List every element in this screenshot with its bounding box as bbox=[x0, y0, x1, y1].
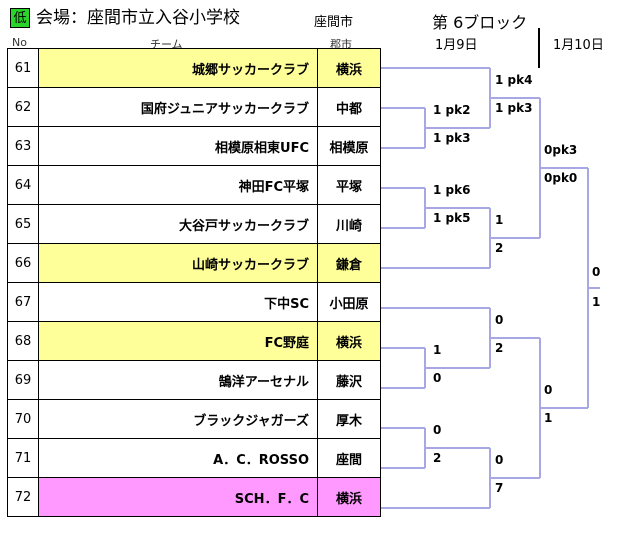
team-number: 67 bbox=[7, 282, 39, 322]
team-city: 横浜 bbox=[317, 477, 381, 517]
team-name: ブラックジャガーズ bbox=[38, 399, 318, 439]
team-name: 城郷サッカークラブ bbox=[38, 48, 318, 88]
column-header-no: No bbox=[12, 36, 27, 49]
match-score: 0 bbox=[495, 313, 503, 327]
team-city: 中都 bbox=[317, 87, 381, 127]
match-score: 1 bbox=[495, 213, 503, 227]
match-score: 1 bbox=[592, 295, 600, 309]
team-name: 山崎サッカークラブ bbox=[38, 243, 318, 283]
team-number: 62 bbox=[7, 87, 39, 127]
team-city: 川崎 bbox=[317, 204, 381, 244]
match-score: 1 bbox=[433, 343, 441, 357]
team-city: 鎌倉 bbox=[317, 243, 381, 283]
date-round1: 1月9日 bbox=[435, 38, 478, 53]
venue-title: 会場：座間市立入谷小学校 bbox=[36, 8, 240, 28]
match-score: 1 pk4 bbox=[495, 73, 532, 87]
team-city: 横浜 bbox=[317, 48, 381, 88]
match-score: 0 bbox=[433, 423, 441, 437]
team-name: 鵠洋アーセナル bbox=[38, 360, 318, 400]
team-city: 平塚 bbox=[317, 165, 381, 205]
team-name: A．C．ROSSO bbox=[38, 438, 318, 478]
team-name: 下中SC bbox=[38, 282, 318, 322]
team-city: 横浜 bbox=[317, 321, 381, 361]
match-score: 1 pk5 bbox=[433, 211, 470, 225]
column-header-city: 郡市 bbox=[330, 38, 352, 51]
team-number: 65 bbox=[7, 204, 39, 244]
team-name: 大谷戸サッカークラブ bbox=[38, 204, 318, 244]
team-number: 66 bbox=[7, 243, 39, 283]
match-score: 1 pk3 bbox=[495, 101, 532, 115]
team-city: 小田原 bbox=[317, 282, 381, 322]
team-number: 71 bbox=[7, 438, 39, 478]
match-score: 2 bbox=[433, 451, 441, 465]
team-number: 69 bbox=[7, 360, 39, 400]
column-header-team: チーム bbox=[150, 38, 183, 51]
team-number: 68 bbox=[7, 321, 39, 361]
venue-city: 座間市 bbox=[314, 15, 354, 30]
level-badge: 低 bbox=[10, 8, 30, 28]
match-score: 0pk0 bbox=[544, 171, 577, 185]
block-title: 第 6ブロック bbox=[432, 13, 528, 32]
date-round2: 1月10日 bbox=[553, 38, 604, 53]
team-name: 国府ジュニアサッカークラブ bbox=[38, 87, 318, 127]
team-city: 座間 bbox=[317, 438, 381, 478]
match-score: 7 bbox=[495, 481, 503, 495]
match-score: 0 bbox=[544, 383, 552, 397]
team-city: 厚木 bbox=[317, 399, 381, 439]
match-score: 0 bbox=[433, 371, 441, 385]
match-score: 0pk3 bbox=[544, 143, 577, 157]
team-number: 63 bbox=[7, 126, 39, 166]
team-name: 神田FC平塚 bbox=[38, 165, 318, 205]
team-name: 相模原相東UFC bbox=[38, 126, 318, 166]
match-score: 1 pk3 bbox=[433, 131, 470, 145]
match-score: 1 bbox=[544, 411, 552, 425]
team-number: 70 bbox=[7, 399, 39, 439]
match-score: 1 pk6 bbox=[433, 183, 470, 197]
match-score: 0 bbox=[495, 453, 503, 467]
match-score: 0 bbox=[592, 265, 600, 279]
match-score: 2 bbox=[495, 241, 503, 255]
date-divider bbox=[538, 28, 540, 68]
match-score: 2 bbox=[495, 341, 503, 355]
team-city: 相模原 bbox=[317, 126, 381, 166]
match-score: 1 pk2 bbox=[433, 103, 470, 117]
team-name: FC野庭 bbox=[38, 321, 318, 361]
team-name: SCH．F．C bbox=[38, 477, 318, 517]
